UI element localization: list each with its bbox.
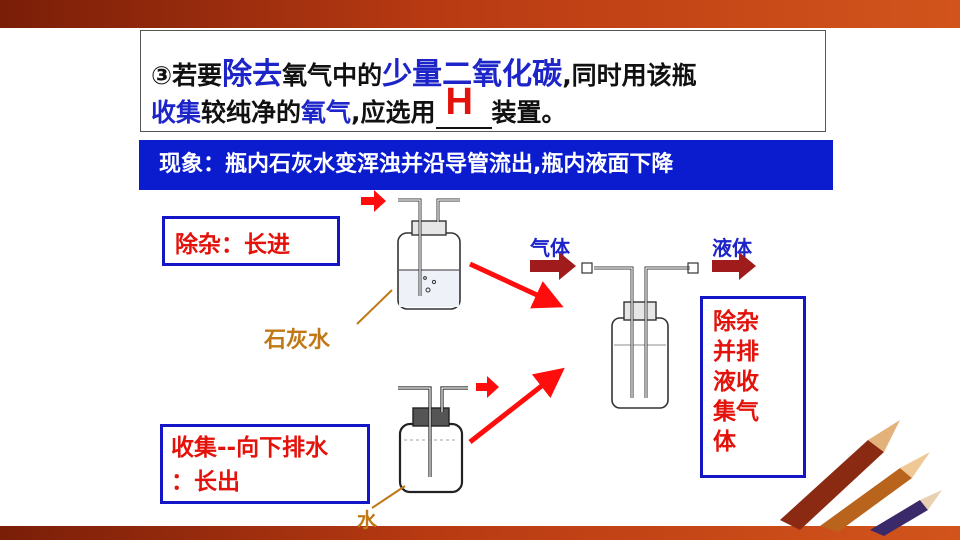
water-label: 水 <box>357 508 377 532</box>
gas-in-arrow <box>530 252 576 280</box>
q-text: ,应选用 <box>351 98 436 127</box>
collect-label-box: 收集--向下排水 ：长出 <box>160 424 370 504</box>
q-text: ③若要 <box>151 61 223 90</box>
q-text: ,同时用该瓶 <box>562 61 697 90</box>
big-arrow-upper <box>468 261 564 309</box>
combined-label-line: 除杂 <box>713 309 759 335</box>
collect-label-line-1: 收集--向下排水 <box>171 435 329 461</box>
outlet-arrow-top <box>361 190 386 212</box>
answer-text: H <box>445 81 473 123</box>
liquid-out-arrow <box>712 252 756 280</box>
combined-label-box: 除杂 并排 液收 集气 体 <box>700 296 806 478</box>
question-line-2: 收集较纯净的氧气,应选用 H 装置。 <box>151 81 567 129</box>
limewater-label: 石灰水 <box>264 328 331 353</box>
top-title-bar <box>0 0 960 28</box>
phenomenon-banner: 现象：瓶内石灰水变浑浊并沿导管流出,瓶内液面下降 <box>139 140 833 190</box>
big-arrow-lower <box>468 367 565 444</box>
combined-label-line: 体 <box>713 429 736 455</box>
combined-label-line: 液收 <box>713 369 759 395</box>
outlet-arrow-bottom <box>476 376 499 398</box>
bottom-bar <box>0 526 960 540</box>
purify-label: 除杂：长进 <box>175 232 290 258</box>
q-text: 氧气中的 <box>282 61 383 90</box>
combined-bottle <box>581 262 699 409</box>
q-keyword-collect: 收集 <box>151 98 202 127</box>
pencils-decoration <box>780 420 942 536</box>
q-keyword-co2: 少量二氧化碳 <box>382 57 563 92</box>
q-keyword-remove: 除去 <box>222 57 283 92</box>
question-line-1: ③若要除去氧气中的少量二氧化碳,同时用该瓶 <box>151 49 697 93</box>
q-text: 装置。 <box>491 98 567 127</box>
q-keyword-oxygen: 氧气 <box>301 98 352 127</box>
collection-bottle <box>398 386 468 494</box>
combined-label-line: 集气 <box>713 399 759 425</box>
combined-label-line: 并排 <box>713 339 759 365</box>
limewater-bottle <box>397 198 461 310</box>
question-box: ③若要除去氧气中的少量二氧化碳,同时用该瓶 收集较纯净的氧气,应选用 H 装置。 <box>140 30 826 132</box>
limewater-pointer <box>356 289 393 325</box>
water-pointer <box>371 485 406 509</box>
q-text: 较纯净的 <box>201 98 302 127</box>
collect-label-line-2: ：长出 <box>171 469 240 495</box>
liquid-label: 液体 <box>712 236 752 260</box>
answer-blank: H <box>435 81 492 129</box>
purify-label-box: 除杂：长进 <box>162 216 340 266</box>
